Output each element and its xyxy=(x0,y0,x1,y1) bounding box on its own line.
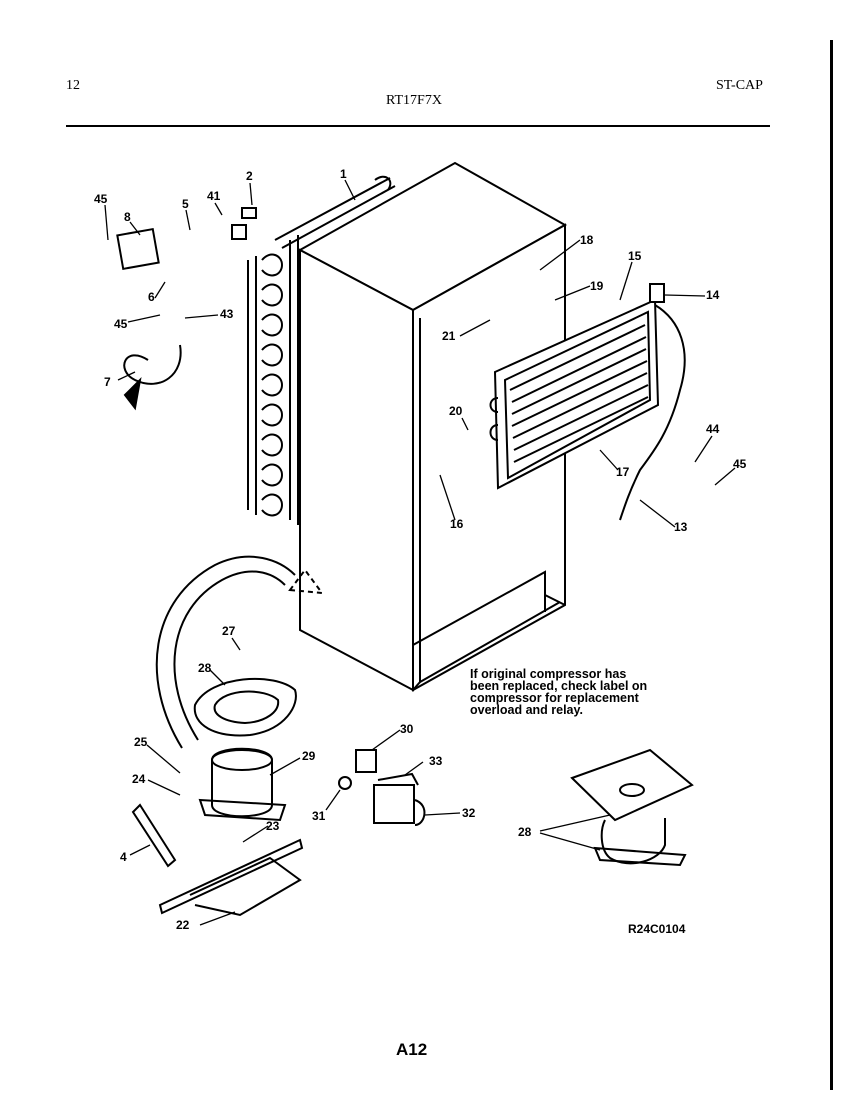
callout-21: 21 xyxy=(442,329,456,343)
callout-31: 31 xyxy=(312,809,326,823)
page-code: A12 xyxy=(396,1040,428,1059)
callout-45-left: 45 xyxy=(114,317,128,331)
callout-19: 19 xyxy=(590,279,604,293)
base-rail-drawing xyxy=(131,803,304,917)
callout-6: 6 xyxy=(148,290,155,304)
compressor-note: If original compressor has been replaced… xyxy=(470,667,700,717)
callout-45-top: 45 xyxy=(94,192,108,206)
relay-drawing xyxy=(338,749,426,826)
page-number: 12 xyxy=(66,78,80,93)
small-parts-drawing xyxy=(116,207,257,411)
callout-4: 4 xyxy=(120,850,127,864)
callout-30: 30 xyxy=(400,722,414,736)
figure-code: R24C0104 xyxy=(628,922,686,936)
callout-14: 14 xyxy=(706,288,720,302)
callout-1: 1 xyxy=(340,167,347,181)
cabinet-drawing xyxy=(297,161,568,692)
callout-41: 41 xyxy=(207,189,221,203)
callout-28-mat: 28 xyxy=(198,661,212,675)
compressor-drawing xyxy=(198,747,287,822)
callout-29: 29 xyxy=(302,749,316,763)
page-edge-border xyxy=(830,40,833,1090)
callout-25: 25 xyxy=(134,735,148,749)
callout-44: 44 xyxy=(706,422,720,436)
note-line: If original compressor has xyxy=(470,667,627,681)
model-number: RT17F7X xyxy=(386,93,442,108)
relocation-arrow-drawing xyxy=(155,555,325,749)
callout-2: 2 xyxy=(246,169,253,183)
callout-20: 20 xyxy=(449,404,463,418)
callout-33: 33 xyxy=(429,754,443,768)
callout-5: 5 xyxy=(182,197,189,211)
callout-24: 24 xyxy=(132,772,146,786)
note-line: overload and relay. xyxy=(470,703,584,717)
callout-22: 22 xyxy=(176,918,190,932)
note-line: been replaced, check label on xyxy=(470,679,648,693)
callout-7: 7 xyxy=(104,375,111,389)
callout-17: 17 xyxy=(616,465,630,479)
note-line: compressor for replacement xyxy=(470,691,639,705)
callout-23: 23 xyxy=(266,819,280,833)
callout-27: 27 xyxy=(222,624,236,638)
callout-18: 18 xyxy=(580,233,594,247)
callout-8: 8 xyxy=(124,210,131,224)
callout-45-right: 45 xyxy=(733,457,747,471)
compressor-inset-drawing xyxy=(570,748,694,867)
header-rule xyxy=(66,125,770,127)
callout-32: 32 xyxy=(462,806,476,820)
callout-13: 13 xyxy=(674,520,688,534)
callout-16: 16 xyxy=(450,517,464,531)
callout-43: 43 xyxy=(220,307,234,321)
callout-leaders xyxy=(104,179,736,926)
evaporator-drawing xyxy=(489,283,686,521)
callout-28-inset: 28 xyxy=(518,825,532,839)
mat-drawing xyxy=(193,677,297,737)
condenser-coil-drawing xyxy=(247,175,396,525)
callout-15: 15 xyxy=(628,249,642,263)
section-code: ST-CAP xyxy=(716,78,763,93)
